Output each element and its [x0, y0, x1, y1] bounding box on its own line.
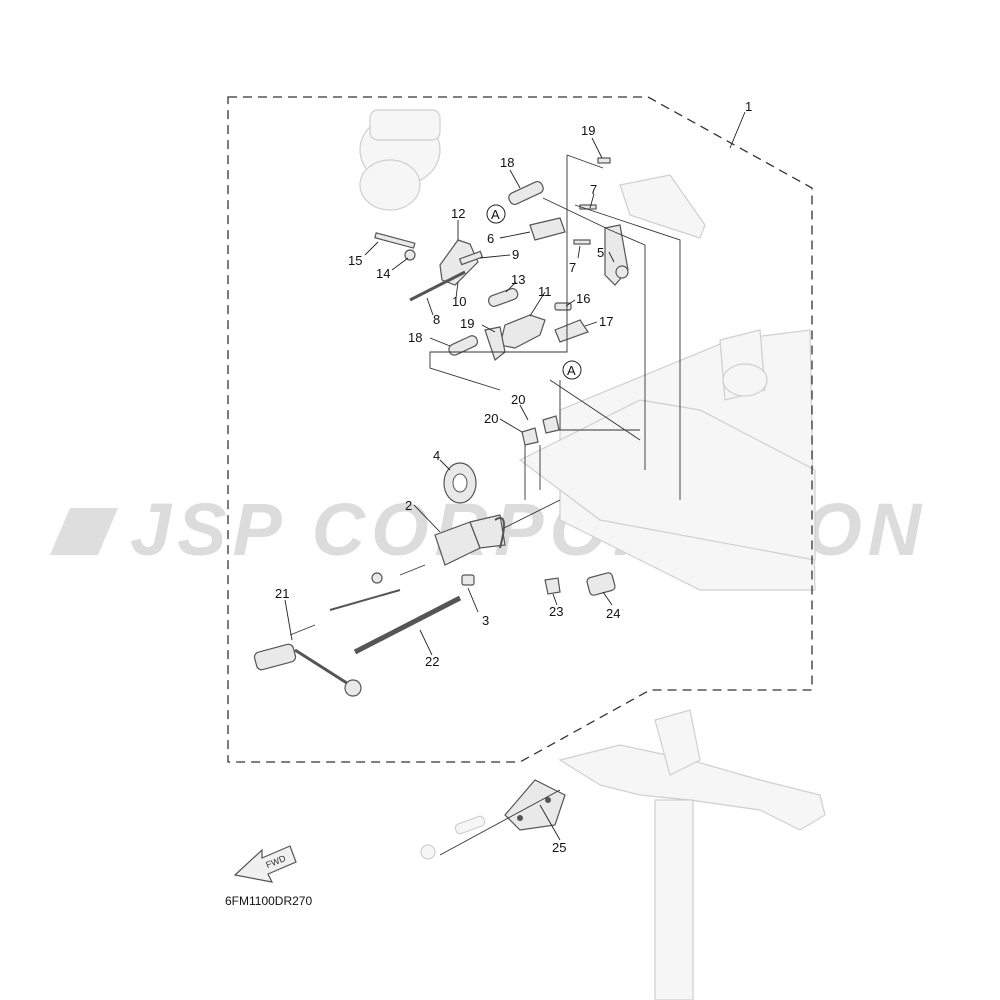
leader-lines — [284, 137, 615, 841]
callout-18b: 18 — [408, 330, 422, 345]
assembly-boundary — [227, 96, 813, 763]
callout-14: 14 — [376, 266, 390, 281]
callout-25: 25 — [552, 840, 566, 855]
callout-24: 24 — [606, 606, 620, 621]
callout-18a: 18 — [500, 155, 514, 170]
callout-17: 17 — [599, 314, 613, 329]
callout-21: 21 — [275, 586, 289, 601]
callout-7a: 7 — [590, 182, 597, 197]
carburetor-ghost — [359, 109, 441, 211]
callout-6: 6 — [487, 231, 494, 246]
callout-1: 1 — [745, 99, 752, 114]
callout-23: 23 — [549, 604, 563, 619]
ref-marker-top: A — [486, 204, 506, 224]
callout-9: 9 — [512, 247, 519, 262]
callout-3: 3 — [482, 613, 489, 628]
callout-19b: 19 — [460, 316, 474, 331]
plate-25 — [420, 779, 566, 860]
watermark-logo-mark — [50, 508, 118, 555]
diagram-code: 6FM1100DR270 — [225, 894, 312, 908]
engine-housing-ghost — [518, 329, 816, 591]
callout-11: 11 — [538, 284, 552, 299]
callout-4: 4 — [433, 448, 440, 463]
callout-5: 5 — [597, 245, 604, 260]
callout-19a: 19 — [581, 123, 595, 138]
callout-22: 22 — [425, 654, 439, 669]
callout-16: 16 — [576, 291, 590, 306]
guide-lines — [429, 154, 681, 541]
callout-12: 12 — [451, 206, 465, 221]
tiller-handle-ghost — [558, 709, 826, 1000]
fwd-arrow-icon: FWD — [233, 845, 297, 883]
linkage-parts — [374, 157, 629, 446]
callout-13: 13 — [511, 272, 525, 287]
callout-numbers: 1 2 3 4 5 6 7 7 8 9 10 11 12 13 14 15 16… — [275, 99, 752, 855]
ref-marker-label: A — [491, 207, 500, 222]
lever-bracket-ghost — [619, 174, 706, 239]
ref-marker-bottom: A — [562, 360, 582, 380]
lower-parts — [253, 564, 462, 697]
callout-20a: 20 — [511, 392, 525, 407]
callout-7b: 7 — [569, 260, 576, 275]
callout-20b: 20 — [484, 411, 498, 426]
shift-assembly — [434, 462, 616, 596]
callout-8: 8 — [433, 312, 440, 327]
ref-marker-label: A — [567, 363, 576, 378]
callout-2: 2 — [405, 498, 412, 513]
callout-10: 10 — [452, 294, 466, 309]
callout-15: 15 — [348, 253, 362, 268]
